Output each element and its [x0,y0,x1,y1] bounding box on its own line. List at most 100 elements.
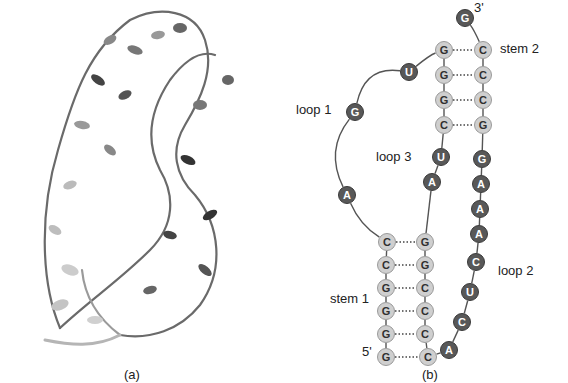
base-letter: G [440,70,449,81]
nucleotide-circle: U [432,148,450,166]
nucleotide-circle: A [423,173,441,191]
base-pair-line [395,310,416,312]
nucleotide-circle: C [435,116,453,134]
nucleotide-circle: C [377,256,395,274]
backbone-line [482,59,483,66]
backbone-line [435,165,438,173]
base-letter: G [351,107,360,118]
structure-label: (b) [422,368,438,382]
backbone-line [472,271,474,283]
backbone-line [443,84,444,91]
base-letter: G [461,13,470,24]
nucleotide-circle: G [435,91,453,109]
backbone-line [482,84,483,91]
base-letter: C [479,70,487,81]
base-letter: G [382,283,391,294]
backbone-line [477,243,478,253]
structure-label: loop 3 [376,150,411,164]
nucleotide-circle: G [416,233,434,251]
base-letter: U [466,287,474,298]
nucleotide-circle: G [435,66,453,84]
base-pair-line [453,74,474,76]
backbone-line [470,25,479,42]
backbone-line [480,193,482,200]
base-pair-line [395,333,416,335]
structure-label: stem 2 [500,42,539,56]
base-letter: A [476,204,484,215]
base-letter: C [383,237,391,248]
nucleotide-circle: G [377,279,395,297]
base-letter: G [382,352,391,363]
base-letter: A [477,179,485,190]
nucleotide-circle: A [472,175,490,193]
backbone-line [443,59,444,66]
base-letter: U [405,67,413,78]
structure-label: 3' [474,1,484,15]
nucleotide-circle: C [416,279,434,297]
nucleotide-circle: C [474,91,492,109]
backbone-line [453,330,458,342]
structure-label: 5' [362,345,372,359]
backbone-line [482,134,484,150]
base-pair-line [395,264,416,266]
nucleotide-circle: A [338,186,356,204]
nucleotide-circle: G [474,116,492,134]
base-letter: A [445,345,453,356]
backbone-line [442,134,443,148]
backbone-line [479,218,481,225]
base-letter: A [343,190,351,201]
nucleotide-circle: C [416,302,434,320]
backbone-line [335,119,349,187]
nucleotide-circle: G [377,325,395,343]
nucleotide-circle: A [440,341,458,359]
backbone-line [443,109,444,116]
base-letter: G [440,45,449,56]
base-pair-line [453,99,474,101]
base-letter: A [475,229,483,240]
nucleotide-circle: G [473,150,491,168]
base-pair-line [395,356,419,358]
nucleotide-circle: C [474,41,492,59]
base-letter: U [437,152,445,163]
nucleotide-circle: C [419,348,437,366]
nucleotide-circle: A [471,200,489,218]
backbone-line [464,301,467,314]
backbone-line [416,53,436,66]
backbone-line [481,168,483,175]
nucleotide-circle: G [377,302,395,320]
base-pair-line [396,241,416,243]
backbone-line [357,70,400,103]
nucleotide-circle: C [416,325,434,343]
base-letter: C [382,260,390,271]
nucleotide-circle: A [470,225,488,243]
base-letter: G [478,154,487,165]
base-pair-line [395,287,416,289]
backbone-line [426,191,431,233]
base-letter: G [421,237,430,248]
base-letter: G [382,329,391,340]
nucleotide-circle: G [346,103,364,121]
backbone-line [351,203,380,237]
nucleotide-circle: U [461,283,479,301]
base-letter: C [421,283,429,294]
base-letter: C [421,306,429,317]
nucleotide-circle: C [453,313,471,331]
structure-label: stem 1 [330,292,369,306]
base-letter: C [479,95,487,106]
base-letter: A [428,177,436,188]
base-letter: G [440,95,449,106]
structure-label: (a) [124,368,140,382]
base-letter: C [479,45,487,56]
nucleotide-circle: G [435,41,453,59]
base-letter: G [421,260,430,271]
base-letter: C [458,317,466,328]
structure-label: loop 1 [296,103,331,117]
nucleotide-circle: U [400,63,418,81]
base-letter: C [421,329,429,340]
structure-label: loop 2 [498,264,533,278]
nucleotide-circle: C [467,253,485,271]
base-letter: G [479,120,488,131]
base-letter: C [472,257,480,268]
nucleotide-circle: C [378,233,396,251]
